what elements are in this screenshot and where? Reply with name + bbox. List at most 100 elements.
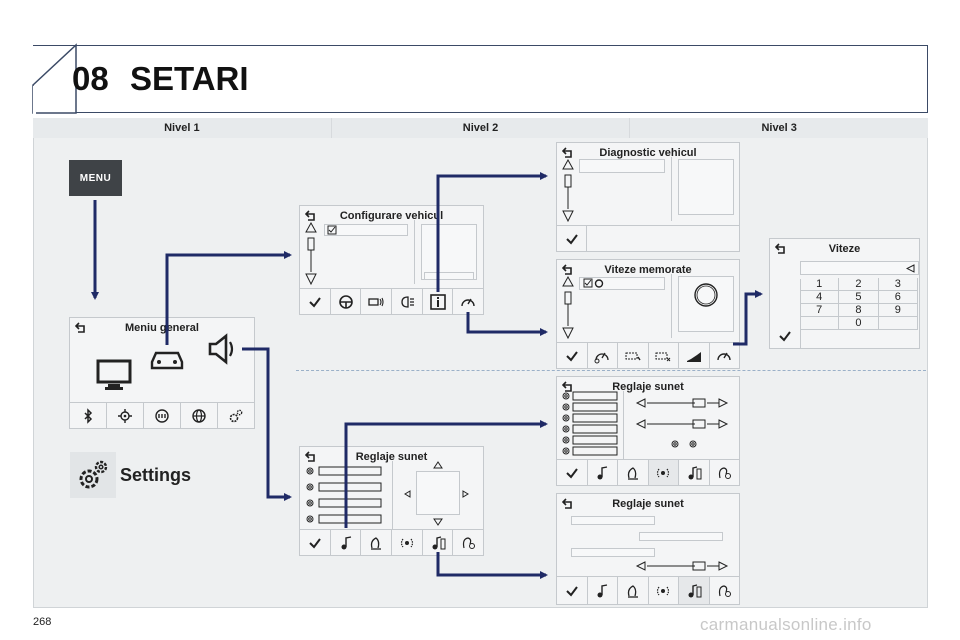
sliders[interactable] [635,395,731,453]
ambience-button[interactable] [588,577,618,604]
key-1[interactable]: 1 [800,278,840,291]
confirm-button[interactable] [557,577,588,604]
backspace-icon[interactable] [906,264,915,273]
reglaje-sunet-b-controls [557,576,739,604]
delete-button[interactable] [649,343,679,368]
back-icon[interactable] [562,147,574,158]
ambience-button[interactable] [588,460,618,485]
surround-button[interactable] [648,460,679,485]
key-8[interactable]: 8 [839,304,879,317]
screen-icon[interactable] [96,358,132,392]
arrow-info-to-diagnostic [436,172,548,292]
lights-button[interactable] [392,289,423,314]
panel-title: Reglaje sunet [355,451,428,463]
info-button[interactable] [423,289,454,314]
parking-sensor-icon [368,297,384,306]
confirm-button[interactable] [557,226,587,251]
audio-field-3[interactable] [571,548,655,557]
checkmark-icon[interactable] [778,329,792,343]
volume-speed-button[interactable] [679,577,710,604]
scrollbar[interactable] [562,276,574,340]
volume-speed-button[interactable] [679,460,710,485]
bass-treble-button[interactable] [618,460,649,485]
key-6[interactable]: 6 [878,291,918,304]
settings-button[interactable] [218,403,254,428]
header-notch-shape [32,43,77,114]
key-3[interactable]: 3 [878,278,918,291]
panel-reglaje-sunet-level2: Reglaje sunet [299,446,484,556]
delete-field-icon [655,352,671,361]
levels-button[interactable] [679,343,710,368]
confirm-button[interactable] [300,530,331,555]
ambience-button[interactable] [331,530,362,555]
panel-title: Meniu general [125,322,199,334]
numeric-keypad: 1 2 3 4 5 6 7 8 9 0 [800,278,918,330]
loudness-button[interactable] [453,530,483,555]
checkbox-icon [327,225,337,235]
bass-treble-button[interactable] [618,577,649,604]
ear-icon [463,536,476,549]
back-icon[interactable] [562,264,574,275]
panel-viteze-memorate: Viteze memorate [556,259,740,369]
car-icon[interactable] [148,346,186,372]
audio-options-list[interactable] [305,465,383,525]
speed-entry-field[interactable] [800,261,919,275]
scrollbar[interactable] [562,159,574,223]
meniu-general-controls [70,402,254,428]
back-icon[interactable] [775,243,787,254]
panel-title: Diagnostic vehicul [599,147,697,159]
levels-header: Nivel 1 Nivel 2 Nivel 3 [33,118,929,138]
balance-box[interactable] [416,471,460,515]
confirm-button[interactable] [557,343,588,368]
audio-field-1[interactable] [571,516,655,525]
navigation-button[interactable] [107,403,144,428]
sound-wave-icon [627,466,638,480]
checkbox-row[interactable] [324,224,408,236]
loudness-button[interactable] [710,577,740,604]
configurare-controls [300,288,483,314]
media-button[interactable] [144,403,181,428]
speed-limit-button[interactable] [588,343,618,368]
arrow-gauge-to-viteze-memorate [466,312,548,336]
key-0[interactable]: 0 [839,317,879,330]
audio-options-list[interactable] [561,390,621,460]
edit-field-icon [625,352,641,360]
bass-treble-button[interactable] [361,530,393,555]
key-2[interactable]: 2 [839,278,879,291]
settings-icon-box[interactable] [70,452,116,498]
key-5[interactable]: 5 [839,291,879,304]
back-icon[interactable] [305,451,317,462]
back-icon[interactable] [562,381,574,392]
back-icon[interactable] [562,498,574,509]
level-2-label: Nivel 2 [331,118,631,138]
confirm-button[interactable] [557,460,588,485]
steering-button[interactable] [331,289,362,314]
park-sensor-button[interactable] [361,289,393,314]
menu-button[interactable]: MENU [69,160,122,196]
key-7[interactable]: 7 [800,304,840,317]
media-disc-icon [155,408,169,423]
speaker-icon[interactable] [204,332,238,366]
bluetooth-button[interactable] [70,403,107,428]
surround-button[interactable] [392,530,423,555]
divider [623,391,624,459]
audio-field-2[interactable] [639,532,723,541]
surround-button[interactable] [649,577,679,604]
confirm-button[interactable] [300,289,331,314]
preview-box [421,224,477,280]
internet-button[interactable] [181,403,218,428]
slider[interactable] [635,558,731,574]
speed-limiter-icon [594,352,609,363]
back-icon[interactable] [75,322,87,333]
back-icon[interactable] [305,210,317,221]
loudness-button[interactable] [710,460,740,485]
balance-arrows[interactable] [404,461,474,527]
volume-speed-button[interactable] [423,530,454,555]
key-9[interactable]: 9 [878,304,918,317]
scrollbar[interactable] [305,222,317,286]
gauge-button[interactable] [710,343,740,368]
gauge-button[interactable] [453,289,483,314]
info-icon [429,293,446,310]
key-4[interactable]: 4 [800,291,840,304]
edit-button[interactable] [618,343,649,368]
